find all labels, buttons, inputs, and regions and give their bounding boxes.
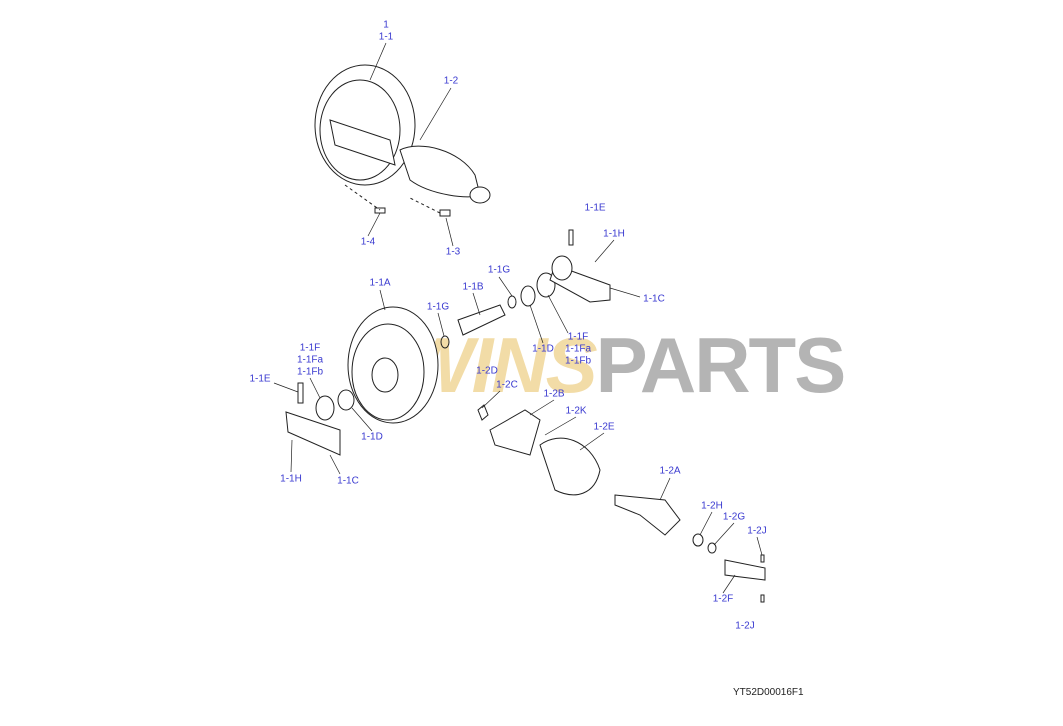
- idler-assembly-1: [314, 64, 491, 217]
- callout-label: 1-2K: [565, 405, 587, 417]
- callout-label: 1-2E: [593, 421, 615, 433]
- callout-label: 1-2J: [747, 525, 767, 537]
- callout-label: 1-2G: [722, 511, 746, 523]
- callout-label: 1-1E: [584, 202, 606, 214]
- callout-label: 1-3: [445, 246, 461, 258]
- housing-1-2B: [489, 409, 541, 456]
- callout-label: 1-1E: [249, 373, 271, 385]
- callout-label: 1-1F: [299, 342, 321, 354]
- pin-1-2F: [724, 559, 766, 581]
- callout-label: 1-1Fb: [564, 355, 592, 367]
- callout-label: 1: [383, 19, 389, 31]
- callout-label: 1-1G: [426, 301, 450, 313]
- bracket-1-1C-left: [285, 411, 341, 456]
- document-id: YT52D00016F1: [733, 687, 804, 698]
- callout-label: 1-2C: [496, 379, 518, 391]
- callout-label: 1-2F: [712, 593, 734, 605]
- shaft-1-1B: [457, 304, 506, 336]
- watermark-logo: WINSPARTS: [400, 321, 846, 409]
- callout-label: 1-2B: [543, 388, 565, 400]
- callout-label: 1-4: [360, 236, 376, 248]
- callout-label: 1-1B: [462, 281, 484, 293]
- callout-label: 1-1A: [369, 277, 391, 289]
- callout-label: 1-1H: [280, 473, 302, 485]
- callout-label: 1-1H: [603, 228, 625, 240]
- callout-label: 1-1C: [643, 293, 665, 305]
- callout-label: 1-1D: [532, 343, 554, 355]
- callout-label: 1-1: [378, 31, 394, 43]
- callout-label: 1-2D: [476, 365, 498, 377]
- callout-label: 1-1Fa: [564, 343, 592, 355]
- idler-wheel-1-1A: [347, 306, 439, 424]
- callout-label: 1-1Fa: [296, 354, 324, 366]
- callout-label: 1-1G: [487, 264, 511, 276]
- shaft-1-2A: [614, 494, 681, 536]
- callout-label: 1-1D: [361, 431, 383, 443]
- callout-label: 1-1Fb: [296, 366, 324, 378]
- callout-label: 1-2: [443, 75, 459, 87]
- boot-1-2E: [539, 437, 601, 496]
- callout-label: 1-2J: [735, 620, 755, 632]
- callout-label: 1-1C: [337, 475, 359, 487]
- callout-label: 1-2A: [659, 465, 681, 477]
- callout-label: 1-2H: [701, 500, 723, 512]
- callout-label: 1-1F: [567, 331, 589, 343]
